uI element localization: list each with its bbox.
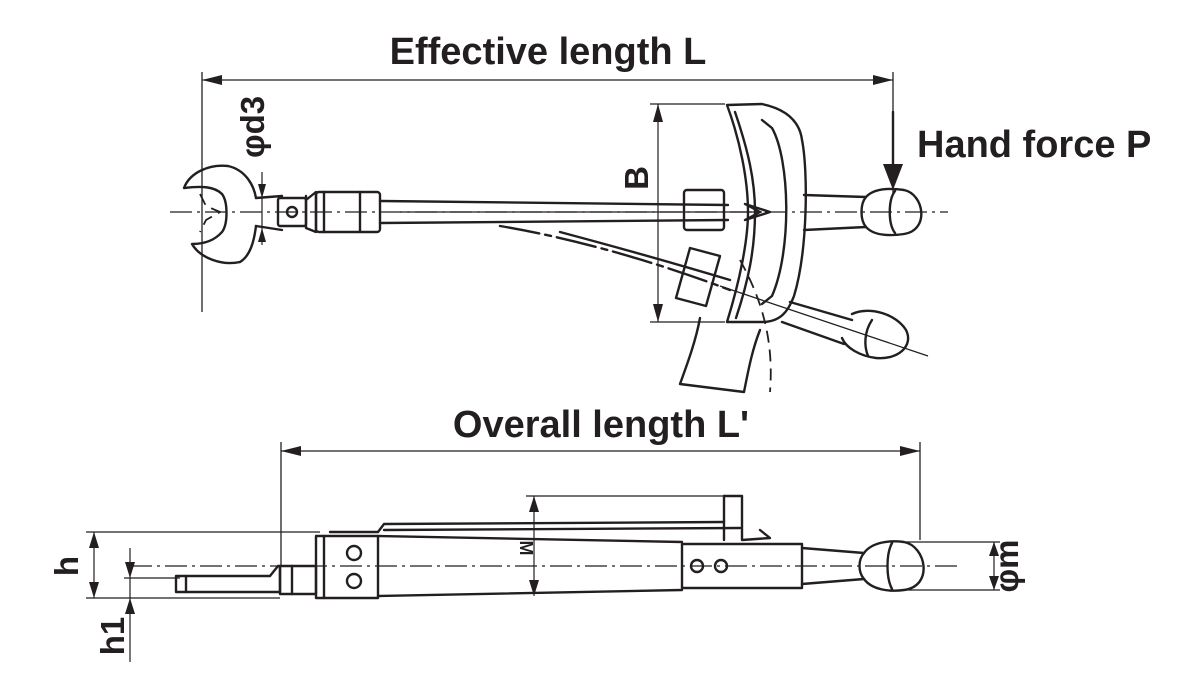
- pointer-block: [682, 188, 726, 232]
- hand-force-label: Hand force P: [917, 124, 1151, 166]
- effective-length-dimension: [201, 72, 894, 312]
- handle: [802, 187, 923, 237]
- head-nut: [276, 190, 382, 234]
- overall-length-dimension: [280, 442, 921, 566]
- side-body: [328, 494, 772, 598]
- top-view: Effective length L Hand force P φd3 B: [170, 31, 1151, 394]
- side-view: Overall length L' h h1: [48, 404, 1025, 662]
- deflected-head: [674, 246, 929, 394]
- pointer-tip: [743, 202, 772, 222]
- phi-m-dimension: [904, 541, 1000, 591]
- hand-force-arrow: [883, 110, 903, 190]
- d3-dimension: [258, 172, 266, 245]
- effective-length-label: Effective length L: [390, 31, 707, 73]
- h1-dimension: [124, 548, 180, 662]
- d3-label: φd3: [234, 96, 271, 158]
- spanner-head: [182, 164, 284, 265]
- m-label: M: [516, 541, 536, 556]
- scale-plate: [725, 102, 808, 324]
- phi-m-label: φm: [988, 540, 1025, 593]
- b-dimension: [650, 103, 725, 323]
- deflected-bar-edge: [558, 230, 732, 282]
- side-handle-block: [680, 542, 804, 590]
- overall-length-label: Overall length L': [453, 404, 749, 446]
- h-label: h: [48, 556, 85, 576]
- m-dimension: [526, 495, 724, 596]
- deflected-bar: [498, 224, 732, 292]
- main-bar: [378, 199, 762, 225]
- b-label: B: [618, 166, 655, 190]
- h1-label: h1: [94, 617, 131, 656]
- h-dimension: [86, 531, 320, 599]
- side-head: [174, 534, 380, 600]
